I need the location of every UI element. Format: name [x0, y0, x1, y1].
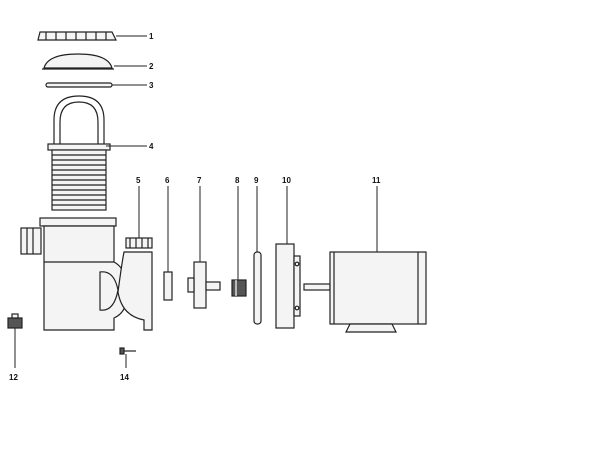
callout-1: 1 [149, 32, 154, 41]
part-2-lid-cover [42, 53, 147, 70]
callout-7: 7 [197, 176, 202, 185]
callout-14: 14 [120, 373, 129, 382]
callout-3: 3 [149, 81, 154, 90]
pump-housing [20, 217, 129, 331]
part-3-o-ring [45, 82, 147, 88]
callout-4: 4 [149, 142, 154, 151]
part-10-motor-adapter [275, 186, 301, 329]
callout-11: 11 [372, 176, 381, 185]
callout-6: 6 [165, 176, 170, 185]
callout-10: 10 [282, 176, 291, 185]
part-11-motor [303, 186, 427, 333]
part-1-lid-ring [37, 31, 147, 41]
callout-12: 12 [9, 373, 18, 382]
callout-5: 5 [136, 176, 141, 185]
part-8-shaft-seal [231, 186, 247, 297]
callout-8: 8 [235, 176, 240, 185]
part-12-drain-plug [7, 313, 23, 368]
part-5-volute-flange [117, 186, 153, 331]
callout-9: 9 [254, 176, 259, 185]
part-7-impeller [187, 186, 221, 309]
part-9-gasket [253, 186, 262, 325]
part-14-bolt [119, 347, 136, 368]
callout-2: 2 [149, 62, 154, 71]
part-6-seal-plate [163, 186, 173, 301]
part-4-strainer-basket [47, 95, 147, 211]
